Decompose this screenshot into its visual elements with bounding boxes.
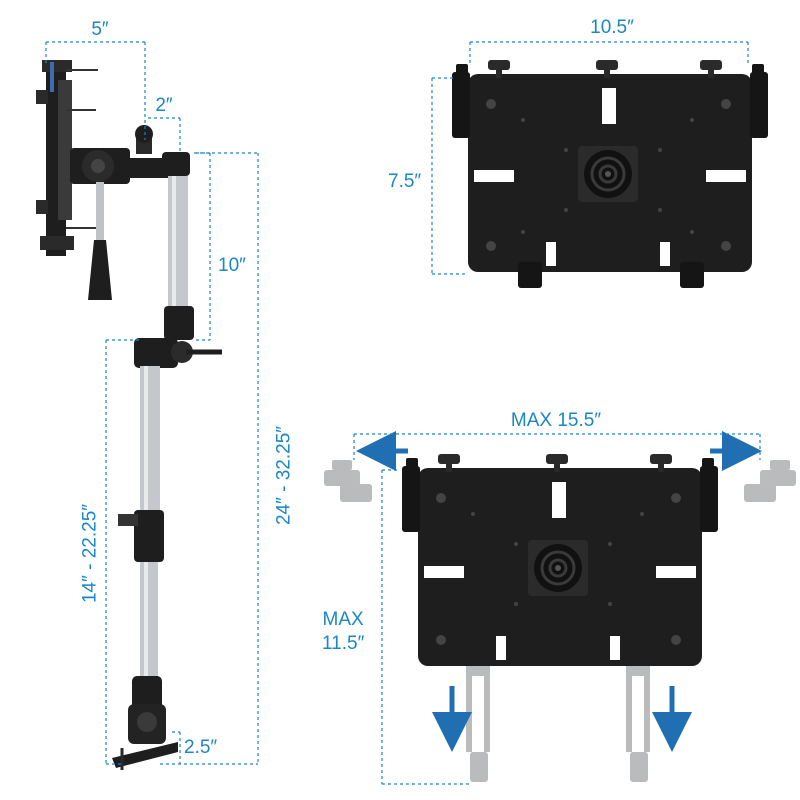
label-pole-depth: 5″ bbox=[91, 19, 109, 40]
pole-dimension-lines bbox=[45, 41, 259, 765]
upper-arm bbox=[162, 152, 194, 340]
expanded-dimension-lines bbox=[353, 433, 761, 785]
tablet-clamp-side bbox=[36, 60, 98, 256]
tray-top-knobs bbox=[488, 60, 722, 78]
ghost-bottom-extensions bbox=[466, 660, 650, 782]
label-total-height: 24″ - 32.25″ bbox=[273, 425, 295, 526]
swivel-head bbox=[70, 125, 168, 300]
elbow-joint bbox=[134, 338, 222, 368]
label-tray-height: 7.5″ bbox=[388, 171, 422, 192]
tray-illustration bbox=[452, 60, 768, 288]
tray-dimension-lines bbox=[431, 41, 749, 275]
label-clamp-offset: 2″ bbox=[155, 95, 173, 116]
label-upper-arm: 10″ bbox=[218, 255, 246, 276]
tray-side-clamps bbox=[452, 64, 768, 138]
cooling-fan-icon-expanded bbox=[528, 540, 588, 596]
expanded-tray-illustration bbox=[324, 431, 796, 782]
cooling-fan-icon bbox=[578, 146, 638, 202]
label-lower-pole: 14″ - 22.25″ bbox=[79, 503, 101, 604]
pole-mount-illustration bbox=[36, 60, 222, 770]
expand-arrows bbox=[356, 431, 762, 752]
ghost-side-clamps bbox=[324, 460, 796, 502]
label-tray-width: 10.5″ bbox=[590, 17, 634, 38]
label-base: 2.5″ bbox=[184, 737, 218, 758]
base-clamp bbox=[112, 704, 178, 770]
label-max-height: MAX 11.5″ bbox=[322, 609, 365, 654]
telescoping-pole bbox=[118, 366, 164, 720]
label-max-width: MAX 15.5″ bbox=[510, 410, 602, 431]
